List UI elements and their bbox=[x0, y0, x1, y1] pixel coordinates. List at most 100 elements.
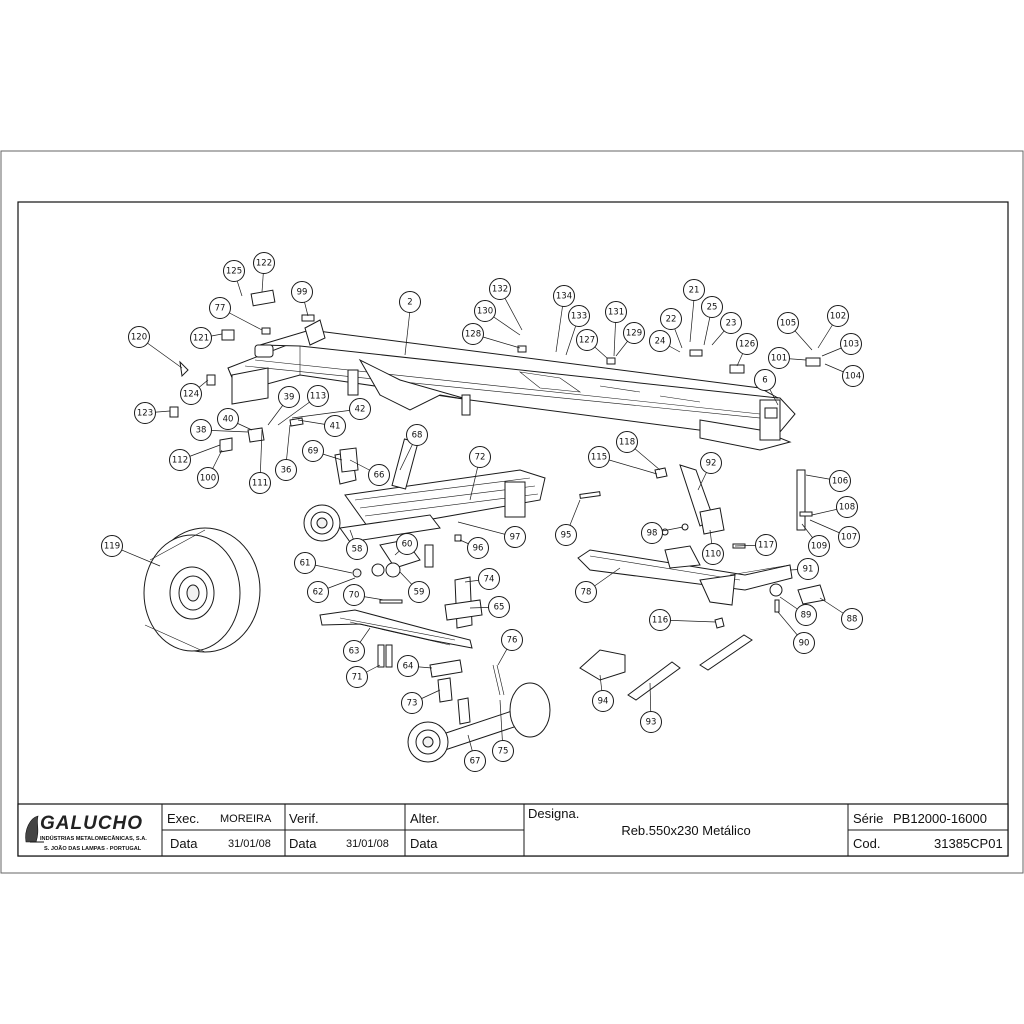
callout-number: 38 bbox=[196, 426, 207, 436]
callout-112: 112 bbox=[169, 449, 191, 471]
callout-circle bbox=[399, 291, 421, 313]
callout-circle bbox=[401, 692, 423, 714]
callout-circle bbox=[190, 327, 212, 349]
callout-number: 134 bbox=[556, 292, 572, 302]
callout-number: 95 bbox=[561, 531, 572, 541]
callout-number: 78 bbox=[581, 588, 592, 598]
callout-circle bbox=[649, 330, 671, 352]
callout-circle bbox=[838, 526, 860, 548]
callout-circle bbox=[795, 604, 817, 626]
callout-circle bbox=[575, 581, 597, 603]
callout-circle bbox=[307, 581, 329, 603]
callout-circle bbox=[836, 496, 858, 518]
callout-number: 104 bbox=[845, 372, 861, 382]
lower-axle bbox=[407, 664, 551, 763]
verif-date-label: Data bbox=[289, 836, 317, 851]
callout-number: 118 bbox=[619, 438, 635, 448]
callout-101: 101 bbox=[768, 347, 790, 369]
callout-number: 100 bbox=[200, 474, 216, 484]
callout-circle bbox=[840, 333, 862, 355]
callout-number: 98 bbox=[647, 529, 658, 539]
company-line-1: INDÚSTRIAS METALOMECÂNICAS, S.A. bbox=[40, 835, 147, 842]
callout-123: 123 bbox=[134, 402, 156, 424]
callout-number: 36 bbox=[281, 466, 292, 476]
callout-71: 71 bbox=[346, 666, 368, 688]
callout-118: 118 bbox=[616, 431, 638, 453]
callout-circle bbox=[469, 446, 491, 468]
callout-number: 106 bbox=[832, 477, 848, 487]
galucho-logo: GALUCHO INDÚSTRIAS METALOMECÂNICAS, S.A.… bbox=[25, 813, 147, 852]
serie-label: Série bbox=[853, 811, 883, 826]
callout-number: 102 bbox=[830, 312, 846, 322]
callout-63: 63 bbox=[343, 640, 365, 662]
callout-circle bbox=[553, 285, 575, 307]
callout-number: 99 bbox=[297, 288, 308, 298]
callout-circle bbox=[736, 333, 758, 355]
callout-circle bbox=[492, 740, 514, 762]
callout-circle bbox=[209, 297, 231, 319]
callout-132: 132 bbox=[489, 278, 511, 300]
callout-number: 96 bbox=[473, 544, 484, 554]
callout-number: 69 bbox=[308, 447, 319, 457]
callout-number: 128 bbox=[465, 330, 481, 340]
callout-60: 60 bbox=[396, 533, 418, 555]
callout-67: 67 bbox=[464, 750, 486, 772]
designation-label: Designa. bbox=[528, 806, 579, 821]
callout-number: 76 bbox=[507, 636, 518, 646]
callout-circle bbox=[700, 452, 722, 474]
callout-circle bbox=[278, 386, 300, 408]
callout-circle bbox=[294, 552, 316, 574]
callout-circle bbox=[841, 608, 863, 630]
serie-value: PB12000-16000 bbox=[893, 811, 987, 826]
callout-circle bbox=[576, 329, 598, 351]
exec-date-label: Data bbox=[170, 836, 198, 851]
callout-93: 93 bbox=[640, 711, 662, 733]
callout-number: 108 bbox=[839, 503, 855, 513]
callout-number: 60 bbox=[402, 540, 413, 550]
callout-number: 62 bbox=[313, 588, 324, 598]
verif-label: Verif. bbox=[289, 811, 319, 826]
callout-circle bbox=[827, 305, 849, 327]
callout-number: 2 bbox=[407, 298, 412, 308]
callout-circle bbox=[777, 312, 799, 334]
callout-circle bbox=[397, 655, 419, 677]
callout-number: 113 bbox=[310, 392, 326, 402]
callout-61: 61 bbox=[294, 552, 316, 574]
callout-103: 103 bbox=[840, 333, 862, 355]
callout-126: 126 bbox=[736, 333, 758, 355]
callout-circle bbox=[616, 431, 638, 453]
callout-circle bbox=[467, 537, 489, 559]
callout-number: 90 bbox=[799, 639, 810, 649]
callout-39: 39 bbox=[278, 386, 300, 408]
callout-129: 129 bbox=[623, 322, 645, 344]
callout-circle bbox=[478, 568, 500, 590]
callout-number: 115 bbox=[591, 453, 607, 463]
callout-number: 89 bbox=[801, 611, 812, 621]
callout-120: 120 bbox=[128, 326, 150, 348]
callout-circle bbox=[368, 464, 390, 486]
callout-circle bbox=[307, 385, 329, 407]
callout-circle bbox=[128, 326, 150, 348]
callout-115: 115 bbox=[588, 446, 610, 468]
callout-number: 75 bbox=[498, 747, 509, 757]
callout-circle bbox=[406, 424, 428, 446]
callout-number: 23 bbox=[726, 319, 737, 329]
callout-number: 109 bbox=[811, 542, 827, 552]
alter-label: Alter. bbox=[410, 811, 440, 826]
callout-number: 125 bbox=[226, 267, 242, 277]
callout-76: 76 bbox=[501, 629, 523, 651]
callout-number: 124 bbox=[183, 390, 199, 400]
callout-98: 98 bbox=[641, 522, 663, 544]
callout-131: 131 bbox=[605, 301, 627, 323]
chassis-frame bbox=[227, 319, 796, 451]
callout-38: 38 bbox=[190, 419, 212, 441]
callout-70: 70 bbox=[343, 584, 365, 606]
callout-24: 24 bbox=[649, 330, 671, 352]
callout-108: 108 bbox=[836, 496, 858, 518]
callout-89: 89 bbox=[795, 604, 817, 626]
callout-65: 65 bbox=[488, 596, 510, 618]
callout-102: 102 bbox=[827, 305, 849, 327]
callout-circle bbox=[291, 281, 313, 303]
callout-64: 64 bbox=[397, 655, 419, 677]
